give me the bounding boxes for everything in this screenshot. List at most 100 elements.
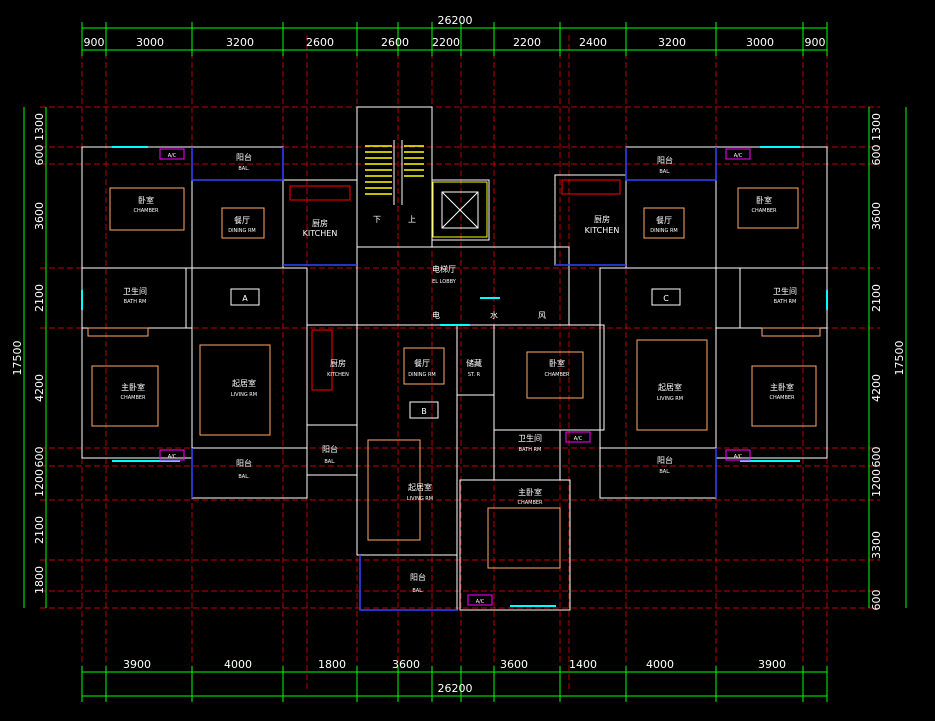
- shaft-wind-label: 风: [538, 311, 546, 320]
- living-en-label: LIVING RM: [231, 392, 257, 398]
- master-bedroom-label: 主卧室: [518, 487, 542, 497]
- unit-tag-a: A: [242, 294, 248, 303]
- master-bedroom-label: 主卧室: [770, 382, 794, 392]
- left-dimension: 2100: [33, 284, 46, 312]
- furniture: [87, 187, 821, 569]
- top-dimension: 900: [805, 36, 826, 49]
- unit-tags: [230, 288, 681, 419]
- shaft-water-label: 水: [490, 310, 498, 320]
- balcony-label: 阳台: [657, 455, 673, 465]
- balcony-en-label: BAL.: [659, 469, 671, 475]
- kitchen-fixtures: [289, 179, 621, 391]
- right-dimension: 1300: [870, 113, 883, 141]
- left-dimension: 600: [33, 145, 46, 166]
- right-dimension: 600: [870, 145, 883, 166]
- dimension-lines: [23, 22, 907, 702]
- top-dimension: 3200: [658, 36, 686, 49]
- left-dimension: 2100: [33, 516, 46, 544]
- bedroom-en-label: CHAMBER: [544, 372, 570, 378]
- ac-label: A/C: [734, 153, 743, 159]
- ac-label: A/C: [574, 436, 583, 442]
- right-dimension: 4200: [870, 374, 883, 402]
- bottom-total-dimension: 26200: [438, 682, 473, 695]
- unit-tag-c: C: [663, 294, 669, 303]
- ac-label: A/C: [168, 454, 177, 460]
- bedroom-label: 卧室: [549, 358, 565, 368]
- bottom-dimension: 3600: [392, 658, 420, 671]
- stair-down-label: 下: [373, 215, 381, 224]
- bottom-dimension: 3900: [123, 658, 151, 671]
- left-dimension: 1200: [33, 469, 46, 497]
- bath-label: 卫生间: [518, 433, 542, 443]
- living-label: 起居室: [658, 382, 682, 392]
- bedroom-en-label: CHAMBER: [133, 208, 159, 214]
- bath-label: 卫生间: [123, 286, 147, 296]
- bottom-dimension: 3900: [758, 658, 786, 671]
- balcony-rails: [191, 147, 717, 611]
- left-total-dimension: 17500: [11, 341, 24, 376]
- living-label: 起居室: [232, 378, 256, 388]
- top-dimension: 2200: [432, 36, 460, 49]
- top-dimension: 3000: [136, 36, 164, 49]
- ac-label: A/C: [476, 599, 485, 605]
- living-label: 起居室: [408, 482, 432, 492]
- left-dimension: 1300: [33, 113, 46, 141]
- left-dimension: 3600: [33, 202, 46, 230]
- dining-en-label: DINING RM: [228, 228, 256, 234]
- top-dimension: 2200: [513, 36, 541, 49]
- storage-en-label: ST. R: [468, 372, 481, 378]
- bath-label: 卫生间: [773, 286, 797, 296]
- kitchen-label: 厨房: [330, 358, 346, 368]
- right-dimension: 600: [870, 590, 883, 611]
- kitchen-label: 厨房: [594, 214, 610, 224]
- kitchen-label: 厨房: [312, 218, 328, 228]
- balcony-en-label: BAL.: [324, 459, 336, 465]
- balcony-en-label: BAL.: [659, 169, 671, 175]
- kitchen-en-label: KITCHEN: [585, 226, 620, 235]
- left-dimension: 4200: [33, 374, 46, 402]
- windows: [81, 146, 828, 607]
- bottom-dimension: 4000: [224, 658, 252, 671]
- kitchen-en-label: KITCHEN: [327, 372, 349, 378]
- balcony-label: 阳台: [322, 444, 338, 454]
- bath-en-label: BATH RM: [774, 299, 797, 305]
- right-dimension: 1200: [870, 469, 883, 497]
- top-dimension: 2600: [381, 36, 409, 49]
- balcony-label: 阳台: [236, 152, 252, 162]
- balcony-label: 阳台: [236, 458, 252, 468]
- top-dimension: 2400: [579, 36, 607, 49]
- bottom-dimension: 4000: [646, 658, 674, 671]
- top-dimension: 3200: [226, 36, 254, 49]
- bottom-dimension: 1800: [318, 658, 346, 671]
- right-dimension: 3600: [870, 202, 883, 230]
- left-dimension: 1800: [33, 566, 46, 594]
- top-dimension: 3000: [746, 36, 774, 49]
- balcony-en-label: BAL.: [412, 588, 424, 594]
- staircase: [365, 140, 488, 238]
- dining-label: 餐厅: [234, 216, 250, 225]
- ac-units: [159, 148, 751, 606]
- balcony-en-label: BAL.: [238, 474, 250, 480]
- dining-label: 餐厅: [414, 359, 430, 368]
- bedroom-label: 卧室: [138, 195, 154, 205]
- master-en-label: CHAMBER: [517, 500, 543, 506]
- storage-label: 储藏: [466, 358, 482, 368]
- bath-en-label: BATH RM: [519, 447, 542, 453]
- room-labels: 阳台 BAL. 卧室 CHAMBER 餐厅 DINING RM 厨房 KITCHEN 卫生间 BA…: [120, 152, 797, 605]
- right-dimension: 600: [870, 447, 883, 468]
- left-dimension: 600: [33, 447, 46, 468]
- right-total-dimension: 17500: [893, 341, 906, 376]
- bedroom-en-label: CHAMBER: [751, 208, 777, 214]
- bath-en-label: BATH RM: [124, 299, 147, 305]
- dining-label: 餐厅: [656, 216, 672, 225]
- right-dimension: 2100: [870, 284, 883, 312]
- bottom-dimension: 3600: [500, 658, 528, 671]
- living-en-label: LIVING RM: [407, 496, 433, 502]
- stair-up-label: 上: [408, 215, 416, 224]
- dining-en-label: DINING RM: [650, 228, 678, 234]
- master-en-label: CHAMBER: [120, 395, 146, 401]
- master-en-label: CHAMBER: [769, 395, 795, 401]
- elevator-lobby-en-label: EL LOBBY: [432, 279, 457, 285]
